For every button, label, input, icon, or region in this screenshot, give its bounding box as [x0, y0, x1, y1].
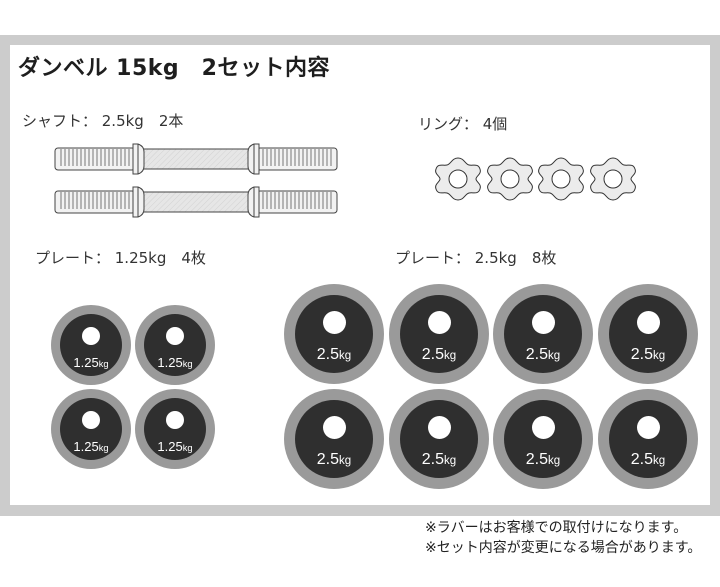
- shaft-icon: [54, 186, 338, 218]
- plate-2-5kg: 2.5kg: [598, 389, 698, 489]
- note-rubber: ※ラバーはお客様での取付けになります。: [425, 520, 688, 536]
- page-title: ダンベル 15kg 2セット内容: [18, 56, 330, 81]
- plate-1-25kg: 1.25kg: [135, 305, 215, 385]
- plate-2-5kg: 2.5kg: [284, 284, 384, 384]
- collar-ring-icon: [538, 157, 584, 201]
- shaft-icon: [54, 143, 338, 175]
- plate-1-25kg: 1.25kg: [135, 389, 215, 469]
- note-set-change: ※セット内容が変更になる場合があります。: [425, 540, 702, 556]
- plate-large-label: プレート： 2.5kg 8枚: [395, 249, 557, 267]
- ring-label: リング： 4個: [418, 115, 508, 133]
- shaft-label: シャフト： 2.5kg 2本: [22, 112, 184, 130]
- plate-small-label: プレート： 1.25kg 4枚: [35, 249, 206, 267]
- plate-1-25kg: 1.25kg: [51, 305, 131, 385]
- plate-2-5kg: 2.5kg: [598, 284, 698, 384]
- plate-2-5kg: 2.5kg: [389, 389, 489, 489]
- collar-ring-icon: [487, 157, 533, 201]
- collar-ring-icon: [435, 157, 481, 201]
- collar-ring-icon: [590, 157, 636, 201]
- plate-2-5kg: 2.5kg: [493, 389, 593, 489]
- plate-2-5kg: 2.5kg: [493, 284, 593, 384]
- plate-2-5kg: 2.5kg: [389, 284, 489, 384]
- plate-2-5kg: 2.5kg: [284, 389, 384, 489]
- plate-1-25kg: 1.25kg: [51, 389, 131, 469]
